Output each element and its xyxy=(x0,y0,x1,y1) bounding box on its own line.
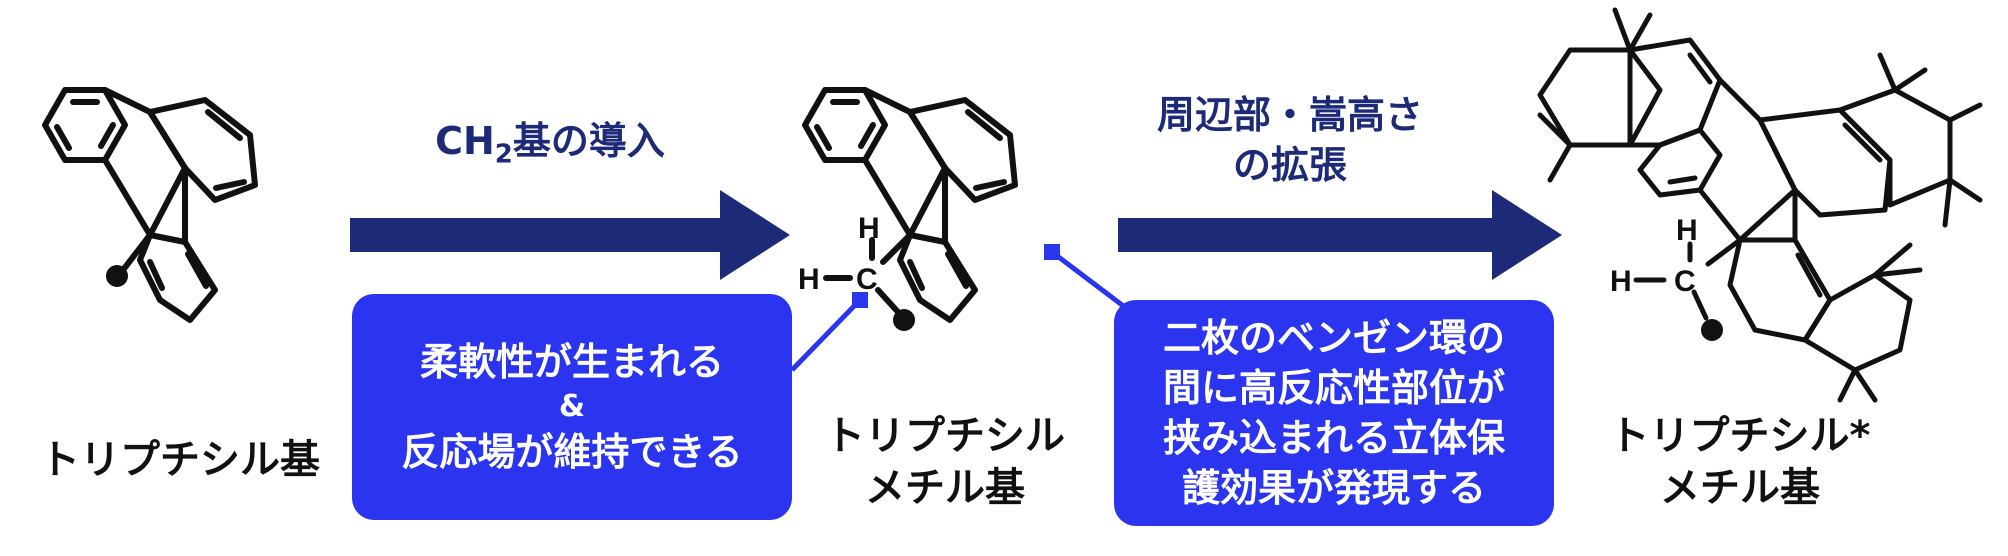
arrow-1 xyxy=(350,190,790,280)
callout-2-line3: 挟み込まれる立体保 xyxy=(1162,416,1505,460)
callout-1-line3: 反応場が維持できる xyxy=(401,430,743,474)
label-2-line1: トリプチシル xyxy=(825,413,1065,459)
triptycyl-structure xyxy=(42,87,258,323)
triptycylmethyl-structure: H H C xyxy=(798,87,1018,331)
callout-steric-protection: 二枚のベンゼン環の 間に高反応性部位が 挟み込まれる立体保 護効果が発現する xyxy=(1114,300,1554,526)
triptycyl-star-methyl-structure: H H C xyxy=(1537,7,1983,403)
arrow-2 xyxy=(1118,190,1562,280)
label-1-line1: トリプチシル基 xyxy=(40,437,320,483)
arrow-1-label-suffix: 基の導入 xyxy=(512,119,665,163)
arrow-1-label: CH2基の導入 xyxy=(400,116,700,180)
atom-h-top-3: H xyxy=(1676,214,1698,247)
callout-1-line1: 柔軟性が生まれる xyxy=(419,340,724,384)
atom-h-top: H xyxy=(858,212,880,245)
atom-h-left-3: H xyxy=(1610,265,1632,298)
label-triptycyl: トリプチシル基 xyxy=(20,434,340,486)
callout-flexibility: 柔軟性が生まれる & 反応場が維持できる xyxy=(352,294,792,520)
label-2-line2: メチル基 xyxy=(865,465,1025,511)
arrow-2-label-line2: の拡張 xyxy=(1232,143,1347,187)
callout-1-line2: & xyxy=(558,389,586,424)
callout-2-line4: 護効果が発現する xyxy=(1181,466,1486,510)
label-3-line2: メチル基 xyxy=(1660,465,1820,511)
atom-h-left: H xyxy=(798,263,820,296)
arrow-2-label: 周辺部・嵩高さ の拡張 xyxy=(1130,90,1450,190)
label-triptycylmethyl: トリプチシル メチル基 xyxy=(815,410,1075,514)
label-triptycyl-star-methyl: トリプチシル* メチル基 xyxy=(1590,410,1890,514)
arrow-1-label-subscript: 2 xyxy=(494,139,513,170)
atom-c-3: C xyxy=(1674,265,1696,298)
label-3-line1: トリプチシル* xyxy=(1609,413,1871,459)
callout-2-line1: 二枚のベンゼン環の xyxy=(1162,316,1505,360)
callout-2-line2: 間に高反応性部位が xyxy=(1162,366,1505,410)
arrow-2-label-line1: 周辺部・嵩高さ xyxy=(1156,93,1423,137)
atom-c: C xyxy=(856,263,878,296)
arrow-1-label-prefix: CH xyxy=(435,119,495,163)
